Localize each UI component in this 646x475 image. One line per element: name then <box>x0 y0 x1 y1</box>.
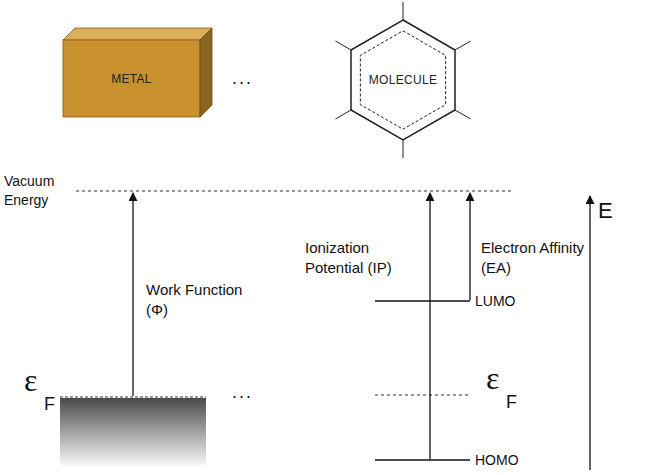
fermi-symbol: ε <box>486 362 499 394</box>
aromatic-ring <box>360 31 445 129</box>
block-top <box>63 28 212 40</box>
fermi-sea <box>60 398 206 468</box>
fermi-symbol: ε <box>24 364 37 396</box>
axis-label: E <box>598 196 613 226</box>
metal-fermi-level <box>60 396 206 397</box>
bond-spoke <box>455 110 471 119</box>
bond-spoke <box>335 41 351 50</box>
metal-block <box>63 28 212 117</box>
bond-spoke <box>403 2 404 20</box>
fermi-subscript: F <box>506 390 517 414</box>
metal-box: METAL <box>63 40 200 117</box>
ellipsis: ... <box>232 66 253 90</box>
work-function-arrow <box>132 193 133 396</box>
node-label: METAL <box>111 72 152 86</box>
vacuum-level <box>76 190 512 191</box>
lumo-level <box>375 300 470 301</box>
molecule-hexagon: MOLECULE <box>351 20 455 140</box>
homo-level <box>375 459 470 460</box>
fermi-subscript: F <box>44 392 55 416</box>
vacuum-label: Vacuum Energy <box>4 172 72 210</box>
work-function-label: Work Function (Φ) <box>146 280 258 321</box>
ellipsis: ... <box>232 380 253 404</box>
block-front <box>63 40 200 117</box>
ionization-arrow <box>429 193 430 459</box>
energy-axis <box>589 196 590 470</box>
ip-label: Ionization Potential (IP) <box>305 238 423 279</box>
bond-spoke <box>335 110 351 119</box>
ea-label: Electron Affinity (EA) <box>481 238 585 279</box>
homo-label: HOMO <box>475 451 519 470</box>
hexagon-ring <box>351 20 455 140</box>
molecule-fermi-level <box>375 394 470 395</box>
affinity-arrow <box>469 193 470 300</box>
node-label: MOLECULE <box>369 73 437 87</box>
bond-spoke <box>403 140 404 158</box>
block-side <box>200 28 212 117</box>
bond-spoke <box>455 41 471 50</box>
lumo-label: LUMO <box>475 292 515 311</box>
